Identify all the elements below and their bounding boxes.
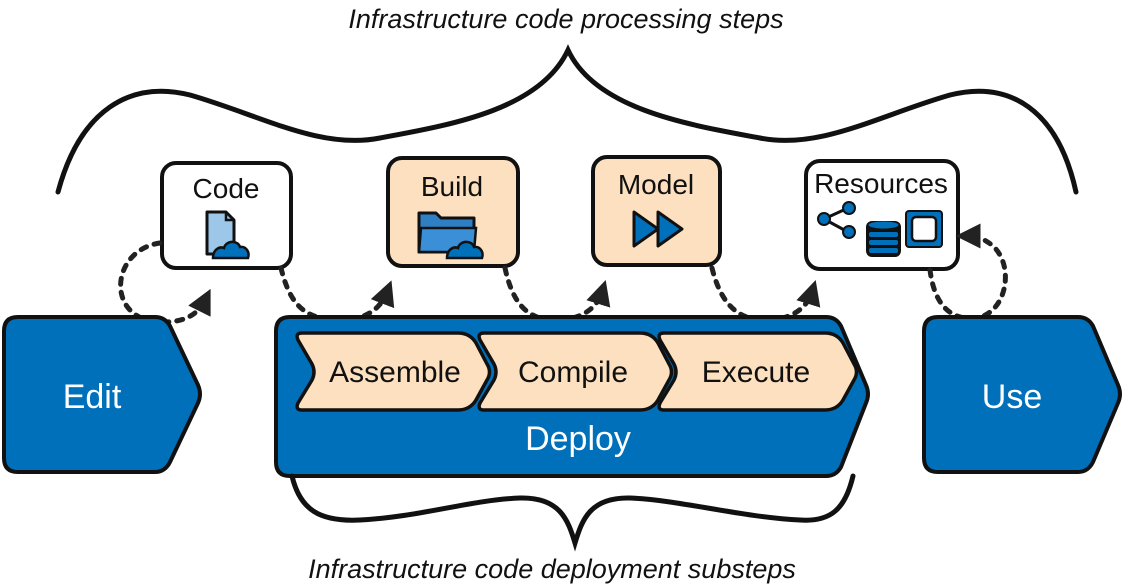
- substep-compile: Compile: [477, 331, 674, 412]
- fast-forward-icon: [632, 210, 684, 248]
- connector-code-to-build: [278, 265, 395, 323]
- artifact-build: Build: [386, 156, 520, 268]
- network-share-icon: [817, 201, 856, 239]
- stage-use-label: Use: [982, 378, 1042, 416]
- bottom-brace: [289, 473, 856, 552]
- artifact-resources: Resources: [804, 159, 960, 271]
- database-icon: [866, 221, 901, 257]
- top-caption: Infrastructure code processing steps: [348, 4, 783, 34]
- substep-assemble-label: Assemble: [329, 356, 461, 389]
- stage-edit: Edit: [2, 315, 202, 474]
- bottom-caption: Infrastructure code deployment substeps: [308, 554, 796, 584]
- stage-edit-label: Edit: [63, 378, 122, 416]
- connector-build-to-model: [502, 265, 611, 323]
- substep-execute: Execute: [657, 331, 859, 412]
- substep-compile-label: Compile: [518, 356, 628, 389]
- substep-assemble: Assemble: [295, 331, 492, 412]
- chip-icon: [905, 210, 943, 248]
- top-brace: [55, 44, 1079, 195]
- stage-deploy-label: Deploy: [525, 420, 631, 458]
- artifact-build-label: Build: [421, 171, 483, 202]
- artifact-resources-label: Resources: [814, 168, 948, 199]
- artifact-code-label: Code: [193, 173, 260, 204]
- connector-use-to-resources: [927, 223, 1008, 321]
- document-cloud-icon: [205, 210, 250, 260]
- artifact-model-label: Model: [618, 169, 694, 200]
- stage-use: Use: [922, 315, 1122, 474]
- connector-model-to-resources: [709, 265, 821, 323]
- substep-execute-label: Execute: [702, 356, 810, 389]
- folder-cloud-icon: [417, 211, 484, 260]
- artifact-model: Model: [591, 155, 722, 267]
- artifact-code: Code: [160, 161, 293, 270]
